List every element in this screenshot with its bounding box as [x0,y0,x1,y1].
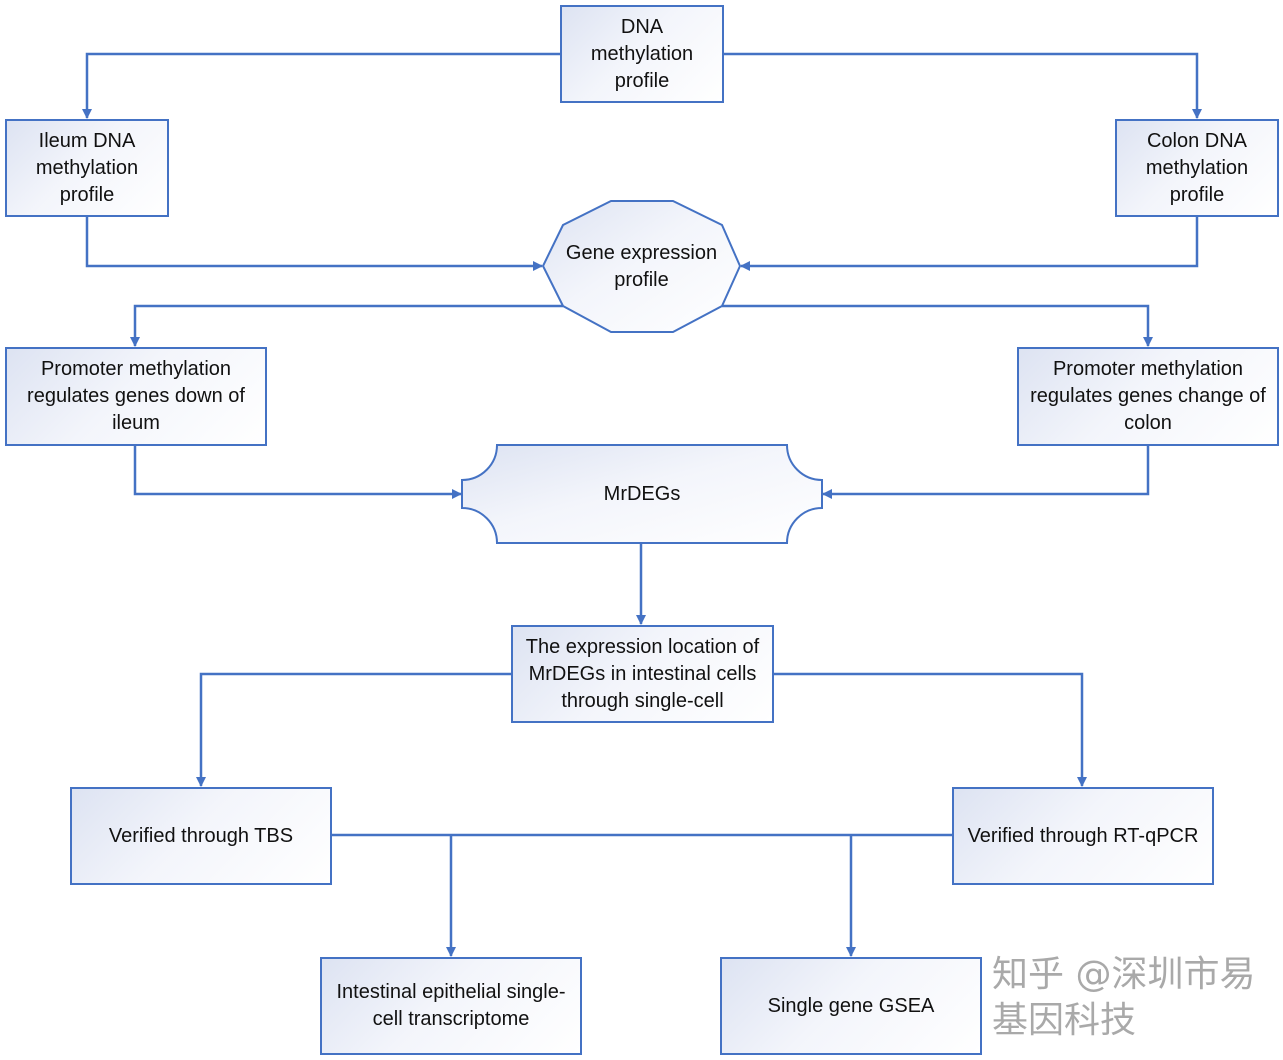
arrow-promoter-colon-to-mrdegs [822,445,1150,499]
node-dna-methylation-profile: DNA methylation profile [560,5,724,103]
node-ileum-dna-methylation: Ileum DNA methylation profile [5,119,169,217]
arrow-promoter-ileum-to-mrdegs [133,445,462,499]
arrow-dna-to-colon [723,52,1202,119]
node-verified-tbs: Verified through TBS [70,787,332,885]
arrow-dna-to-ileum [82,52,560,119]
gene-expression-octagon [541,200,742,333]
arrow-location-to-tbs [196,672,511,787]
node-promoter-ileum: Promoter methylation regulates genes dow… [5,347,267,446]
node-promoter-colon: Promoter methylation regulates genes cha… [1017,347,1279,446]
node-mrdegs: MrDEGs [603,482,681,505]
node-single-gene-gsea: Single gene GSEA [720,957,982,1055]
node-expression-location: The expression location of MrDEGs in int… [511,625,774,723]
mrdegs-plaque [461,444,823,544]
node-colon-dna-methylation: Colon DNA methylation profile [1115,119,1279,217]
arrow-gene-to-promoter-ileum [130,304,563,347]
arrow-ileum-to-gene-expression [85,216,543,271]
node-gene-expression-profile: Gene expression profile [565,241,718,291]
node-verified-rtqpcr: Verified through RT-qPCR [952,787,1214,885]
arrow-location-to-rtqpcr [773,672,1087,787]
watermark: 知乎 @深圳市易基因科技 [992,954,1256,1041]
node-intestinal-transcriptome: Intestinal epithelial single-cell transc… [320,957,582,1055]
arrow-colon-to-gene-expression [740,216,1199,271]
arrow-gene-to-promoter-colon [722,304,1153,347]
